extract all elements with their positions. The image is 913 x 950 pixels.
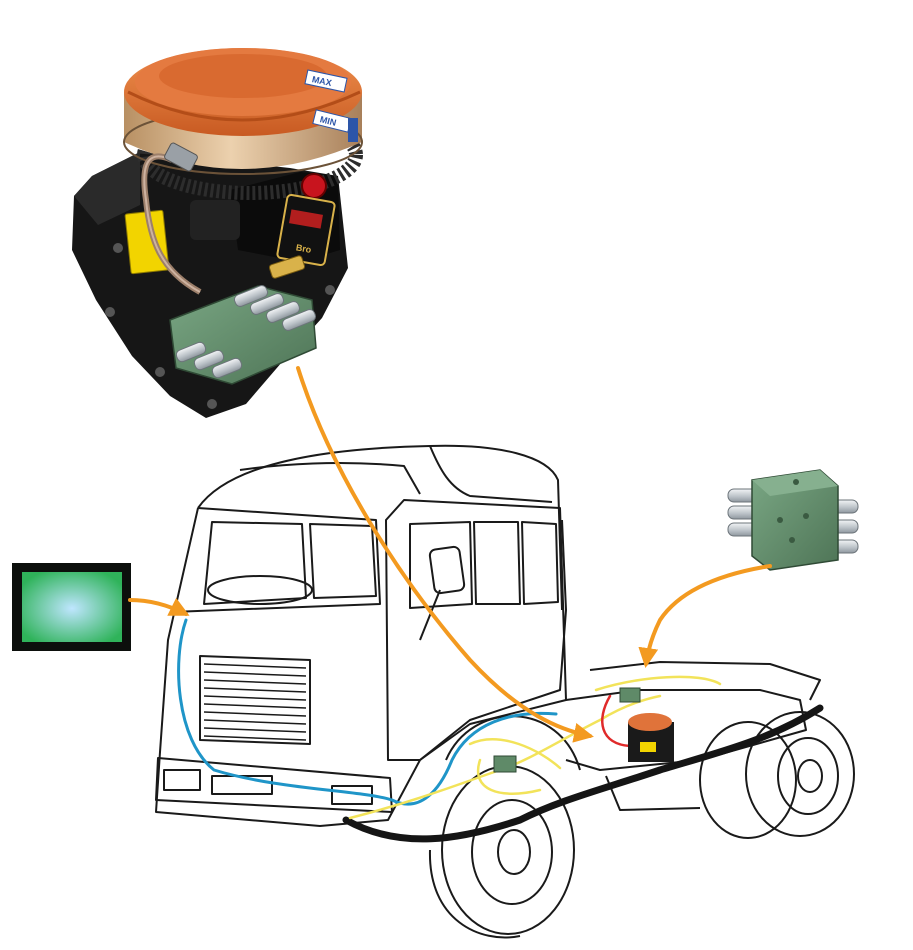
pipe-fitting [164, 142, 198, 172]
lubrication-lines [177, 618, 824, 843]
warning-label [124, 209, 170, 275]
side-mirror [428, 545, 466, 595]
control-screen [12, 563, 131, 651]
distributor-block [727, 469, 859, 571]
arrow-pump-to-chassis [296, 366, 594, 743]
red-line [601, 694, 632, 748]
grille [199, 655, 311, 745]
max-label: MAX [311, 74, 333, 88]
arrow-screen-to-dashboard [128, 597, 190, 616]
callout-arrows [128, 366, 772, 743]
cab-roof [197, 444, 563, 611]
pump-distributor-block [169, 285, 317, 385]
min-label: MIN [319, 114, 337, 128]
yellow-lines [348, 675, 722, 820]
gear-ring [137, 110, 363, 200]
chassis-pump [628, 713, 674, 762]
truck-distributor-front [493, 755, 517, 773]
screen-display [22, 572, 122, 642]
blue-line [177, 618, 558, 806]
black-hose [342, 704, 824, 843]
windshield [203, 521, 307, 605]
front-bumper [155, 757, 393, 813]
arrow-block-to-chassis [638, 564, 772, 668]
grease-reservoir: MAX MIN [123, 48, 363, 175]
truck-distributor-rear [619, 687, 641, 703]
cab-body [155, 507, 567, 827]
steering-wheel [207, 575, 313, 605]
rear-wheel [699, 711, 855, 839]
cab-door [385, 499, 567, 761]
pump-unit: MAX MIN Bro [72, 48, 363, 418]
display-text: Bro [295, 242, 312, 255]
pump-control-display: Bro [276, 193, 336, 267]
red-cap [301, 173, 327, 199]
